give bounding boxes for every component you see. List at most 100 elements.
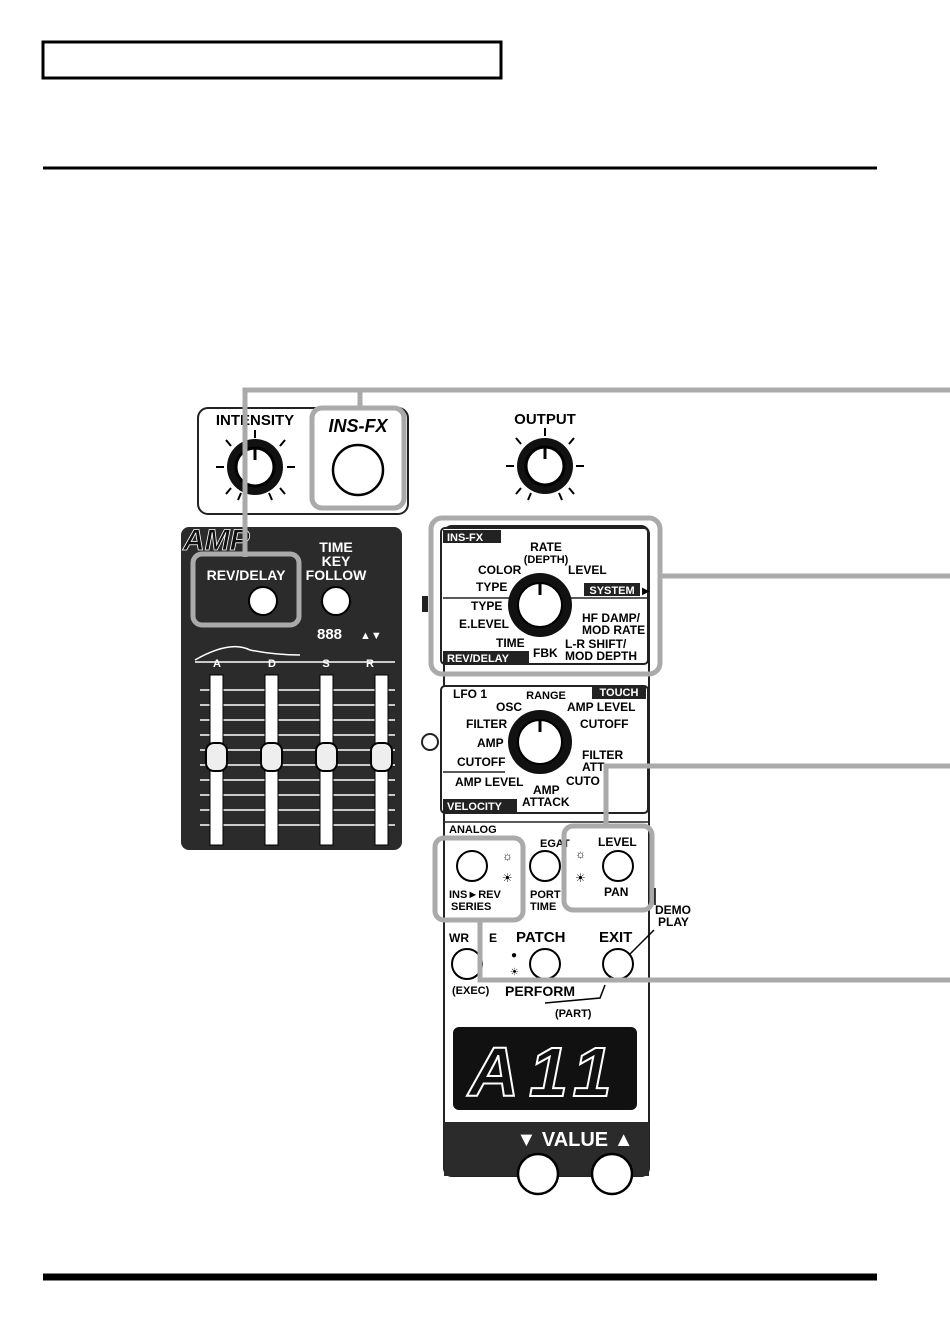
level-led-icon: ☼ bbox=[575, 847, 586, 861]
time-label: TIME bbox=[319, 539, 352, 555]
patch-button[interactable] bbox=[529, 948, 561, 980]
osc-label: OSC bbox=[496, 700, 522, 714]
part-label: (PART) bbox=[555, 1008, 592, 1020]
pan-label: PAN bbox=[604, 885, 628, 899]
system-tag-bg bbox=[584, 583, 640, 596]
patch-label: PATCH bbox=[516, 929, 565, 946]
insfx-button-label: INS-FX bbox=[328, 416, 388, 436]
system-arrow-icon: ▶ bbox=[642, 586, 650, 597]
lfo-selector-knob[interactable] bbox=[508, 710, 572, 774]
callout-lines bbox=[242, 387, 950, 983]
velocity-tag: VELOCITY bbox=[447, 801, 503, 813]
header-title-box bbox=[41, 40, 503, 80]
env-label-a: A bbox=[213, 658, 221, 670]
time-partial-label: TIME bbox=[530, 901, 556, 913]
level-label: LEVEL bbox=[568, 563, 607, 577]
touch-tag-bg bbox=[592, 686, 646, 699]
insfx-button[interactable] bbox=[331, 443, 385, 497]
type1-label: TYPE bbox=[476, 580, 507, 594]
cutoff-r-label: CUTOFF bbox=[580, 717, 628, 731]
small-segment-display: 888 bbox=[317, 626, 342, 643]
level-pan-button[interactable] bbox=[602, 850, 634, 882]
att-label: ATT bbox=[582, 760, 605, 774]
led-blink-icon: ☀ bbox=[502, 871, 513, 885]
depth-label: (DEPTH) bbox=[524, 554, 569, 566]
write-label-r: E bbox=[489, 931, 497, 945]
panel-edge-tab bbox=[422, 596, 428, 612]
mod-depth-label: MOD DEPTH bbox=[565, 649, 637, 663]
output-knob[interactable] bbox=[506, 428, 584, 501]
range-label: RANGE bbox=[526, 690, 566, 702]
pan-led-icon: ☀ bbox=[575, 871, 586, 885]
revdelay-tag-bg bbox=[443, 651, 529, 664]
env-label-d: D bbox=[268, 658, 276, 670]
insfx-selector-knob[interactable] bbox=[508, 573, 572, 637]
system-tag: SYSTEM bbox=[589, 585, 634, 597]
porta-label: PORT bbox=[530, 889, 561, 901]
write-label-l: WR bbox=[449, 931, 469, 945]
value-label: ▼ VALUE ▲ bbox=[516, 1129, 633, 1151]
ins-rev-label: INS►REV bbox=[449, 889, 502, 901]
slider-a[interactable] bbox=[205, 674, 228, 846]
analog-label: ANALOG bbox=[449, 824, 497, 836]
elevel-label: E.LEVEL bbox=[459, 617, 509, 631]
exit-button[interactable] bbox=[602, 948, 634, 980]
lr-shift-label: L-R SHIFT/ bbox=[565, 637, 627, 651]
amp-level-label: AMP LEVEL bbox=[567, 700, 635, 714]
time-key-follow-button[interactable] bbox=[321, 586, 351, 616]
slider-d[interactable] bbox=[260, 674, 283, 846]
slider-r[interactable] bbox=[370, 674, 393, 846]
color-label: COLOR bbox=[478, 563, 522, 577]
perform-bracket bbox=[544, 984, 606, 1004]
demo-label: DEMO bbox=[655, 903, 691, 917]
type2-label: TYPE bbox=[471, 599, 502, 613]
hf-damp-label: HF DAMP/ bbox=[582, 611, 641, 625]
slider-rails bbox=[200, 689, 395, 826]
slider-s[interactable] bbox=[315, 674, 338, 846]
velocity-tag-bg bbox=[443, 799, 517, 812]
panel-edge-hole bbox=[421, 733, 439, 751]
patch-blink-icon: ☀ bbox=[510, 967, 519, 978]
play-label: PLAY bbox=[658, 915, 689, 929]
env-label-s: S bbox=[322, 658, 329, 670]
rate-label: RATE bbox=[530, 540, 562, 554]
rev-delay-label: REV/DELAY bbox=[207, 567, 287, 583]
series-label: SERIES bbox=[451, 901, 491, 913]
intensity-label: INTENSITY bbox=[216, 412, 294, 429]
level-label-btn: LEVEL bbox=[598, 835, 637, 849]
cutoff-l-label: CUTOFF bbox=[457, 755, 505, 769]
up-down-icon: ▲▼ bbox=[360, 630, 382, 642]
follow-label: FOLLOW bbox=[306, 567, 367, 583]
amp-v-label: AMP bbox=[533, 783, 560, 797]
attack-label: ATTACK bbox=[522, 795, 570, 809]
insfx-tag-bg bbox=[443, 530, 501, 543]
insfx-tag: INS-FX bbox=[447, 532, 484, 544]
cuto-label: CUTO bbox=[566, 774, 600, 788]
env-label-r: R bbox=[366, 658, 374, 670]
filter-att-label: FILTER bbox=[582, 748, 623, 762]
touch-tag: TOUCH bbox=[600, 687, 639, 699]
value-up-button[interactable] bbox=[590, 1152, 634, 1196]
exec-label: (EXEC) bbox=[452, 985, 490, 997]
amp-level-v-label: AMP LEVEL bbox=[455, 775, 523, 789]
fbk-label: FBK bbox=[533, 646, 558, 660]
exit-demo-link bbox=[629, 929, 655, 955]
revdelay-tag: REV/DELAY bbox=[447, 653, 510, 665]
value-down-button[interactable] bbox=[516, 1152, 560, 1196]
filter-label: FILTER bbox=[466, 717, 507, 731]
patch-led-icon: ● bbox=[511, 950, 517, 961]
ins-rev-series-button[interactable] bbox=[456, 850, 488, 882]
mod-rate-label: MOD RATE bbox=[582, 623, 645, 637]
rev-delay-button[interactable] bbox=[248, 586, 278, 616]
perform-label: PERFORM bbox=[505, 983, 575, 999]
amp-lfo-label: AMP bbox=[477, 736, 504, 750]
display-readout: A11 bbox=[466, 1033, 621, 1111]
legato-button[interactable] bbox=[529, 850, 561, 882]
exit-label: EXIT bbox=[599, 929, 632, 946]
time-sel-label: TIME bbox=[496, 636, 525, 650]
led-on-icon: ☼ bbox=[502, 849, 513, 863]
output-label: OUTPUT bbox=[514, 411, 576, 428]
lfo1-label: LFO 1 bbox=[453, 687, 487, 701]
insfx-selector-highlight bbox=[428, 515, 663, 677]
